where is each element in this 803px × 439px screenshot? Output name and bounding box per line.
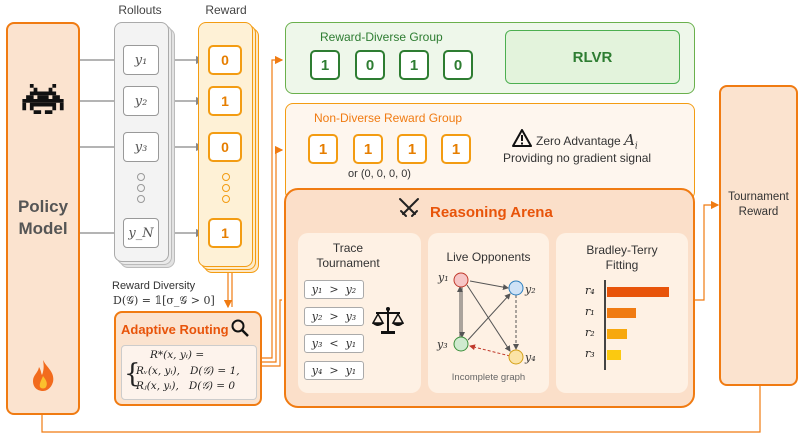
- routing-formula-line1: R*(x, yᵢ) =: [150, 349, 205, 361]
- comparison-pair: y₄ > y₁: [304, 361, 364, 380]
- bradley-terry-title: Bradley-Terry Fitting: [556, 243, 688, 273]
- graph-node-label-y1: y₁: [438, 271, 449, 284]
- reward-diversity-formula: D(𝒢) = 𝟙[σ_𝒢 > 0]: [113, 294, 215, 307]
- balance-scale-icon: [372, 307, 404, 334]
- tournament-reward-line1: Tournament: [728, 191, 789, 203]
- tournament-reward-line2: Reward: [738, 206, 779, 218]
- bt-rank-label: r₂: [585, 326, 595, 339]
- ellipsis-dot: [137, 195, 145, 203]
- trace-tournament-title: Trace Tournament: [298, 241, 398, 271]
- diverse-reward-chip: 0: [443, 50, 473, 80]
- opponent-graph: [453, 272, 524, 365]
- rollout-yN: y_N: [123, 218, 159, 248]
- non-diverse-group-title: Non-Diverse Reward Group: [314, 111, 463, 125]
- ellipsis-dot: [137, 184, 145, 192]
- tournament-reward-panel: [719, 85, 798, 386]
- zero-advantage-text: Zero Advantage: [536, 134, 621, 148]
- reward-value: 0: [208, 132, 242, 162]
- reasoning-arena-title: Reasoning Arena: [430, 204, 553, 221]
- policy-model-title: Policy Model: [6, 196, 80, 240]
- bt-score-bar: [607, 308, 636, 318]
- rlvr-box: RLVR: [505, 30, 680, 84]
- rollout-y3: y₃: [123, 132, 159, 162]
- ellipsis-dot: [222, 184, 230, 192]
- routing-brace: {: [124, 359, 141, 389]
- policy-model-panel: [6, 22, 80, 415]
- reward-header: Reward: [205, 3, 247, 17]
- comparison-pair: y₂ > y₃: [304, 307, 364, 326]
- graph-node-label-y3: y₃: [437, 338, 448, 351]
- rollout-y2: y₂: [123, 86, 159, 116]
- trace-title-line1: Trace: [332, 241, 364, 255]
- incomplete-graph-caption: Incomplete graph: [451, 372, 526, 383]
- reward-value: 1: [208, 218, 242, 248]
- bt-rank-label: r₁: [585, 305, 595, 318]
- ellipsis-dot: [137, 173, 145, 181]
- warning-icon: [512, 129, 532, 147]
- no-gradient-label: Providing no gradient signal: [503, 151, 652, 165]
- magnifier-icon: [231, 319, 249, 337]
- routing-formula-line3: Rⱼ(x, yᵢ), D(𝒢) = 0: [136, 380, 236, 392]
- ellipsis-dot: [222, 195, 230, 203]
- policy-title-line2: Model: [18, 219, 68, 238]
- space-invader-icon: [22, 84, 64, 114]
- ellipsis-dot: [222, 173, 230, 181]
- live-opponents-title: Live Opponents: [446, 250, 531, 264]
- non-diverse-reward-chip: 1: [441, 134, 471, 164]
- bt-axis-line: [604, 280, 606, 370]
- reward-value: 1: [208, 86, 242, 116]
- tournament-reward-title: Tournament Reward: [719, 190, 798, 220]
- non-diverse-reward-chip: 1: [353, 134, 383, 164]
- live-opponents-panel: [428, 233, 549, 393]
- routing-formula-line2: Rᵥ(x, yᵢ), D(𝒢) = 1,: [136, 365, 240, 377]
- fire-icon: [33, 360, 54, 391]
- routing-formula-box: [121, 345, 257, 400]
- reward-diversity-label: Reward Diversity: [112, 280, 196, 292]
- diverse-reward-chip: 0: [355, 50, 385, 80]
- bt-title-line2: Fitting: [605, 258, 639, 272]
- non-diverse-reward-chip: 1: [397, 134, 427, 164]
- rollout-y1: y₁: [123, 45, 159, 75]
- diverse-reward-chip: 1: [310, 50, 340, 80]
- advantage-symbol: A: [624, 131, 635, 149]
- bt-rank-label: r₃: [585, 347, 595, 360]
- bt-score-bar: [607, 329, 627, 339]
- advantage-subscript: i: [634, 141, 638, 152]
- zero-advantage-label: Zero Advantage Ai: [536, 131, 638, 151]
- non-diverse-alt-label: or (0, 0, 0, 0): [348, 168, 411, 180]
- policy-title-line1: Policy: [17, 197, 69, 216]
- crossed-swords-icon: [399, 198, 419, 217]
- non-diverse-reward-chip: 1: [308, 134, 338, 164]
- graph-node-label-y4: y₄: [525, 351, 536, 364]
- bt-score-bar: [607, 350, 621, 360]
- comparison-pair: y₁ > y₂: [304, 280, 364, 299]
- bt-score-bar: [607, 287, 669, 297]
- rollouts-header: Rollouts: [118, 3, 162, 17]
- bt-rank-label: r₄: [585, 284, 595, 297]
- diverse-reward-chip: 1: [399, 50, 429, 80]
- bt-title-line1: Bradley-Terry: [586, 243, 658, 257]
- comparison-pair: y₃ < y₁: [304, 334, 364, 353]
- reward-diverse-group-title: Reward-Diverse Group: [320, 30, 443, 44]
- trace-title-line2: Tournament: [316, 256, 380, 270]
- graph-node-label-y2: y₂: [525, 283, 536, 296]
- reward-value: 0: [208, 45, 242, 75]
- adaptive-routing-title: Adaptive Routing: [121, 322, 229, 337]
